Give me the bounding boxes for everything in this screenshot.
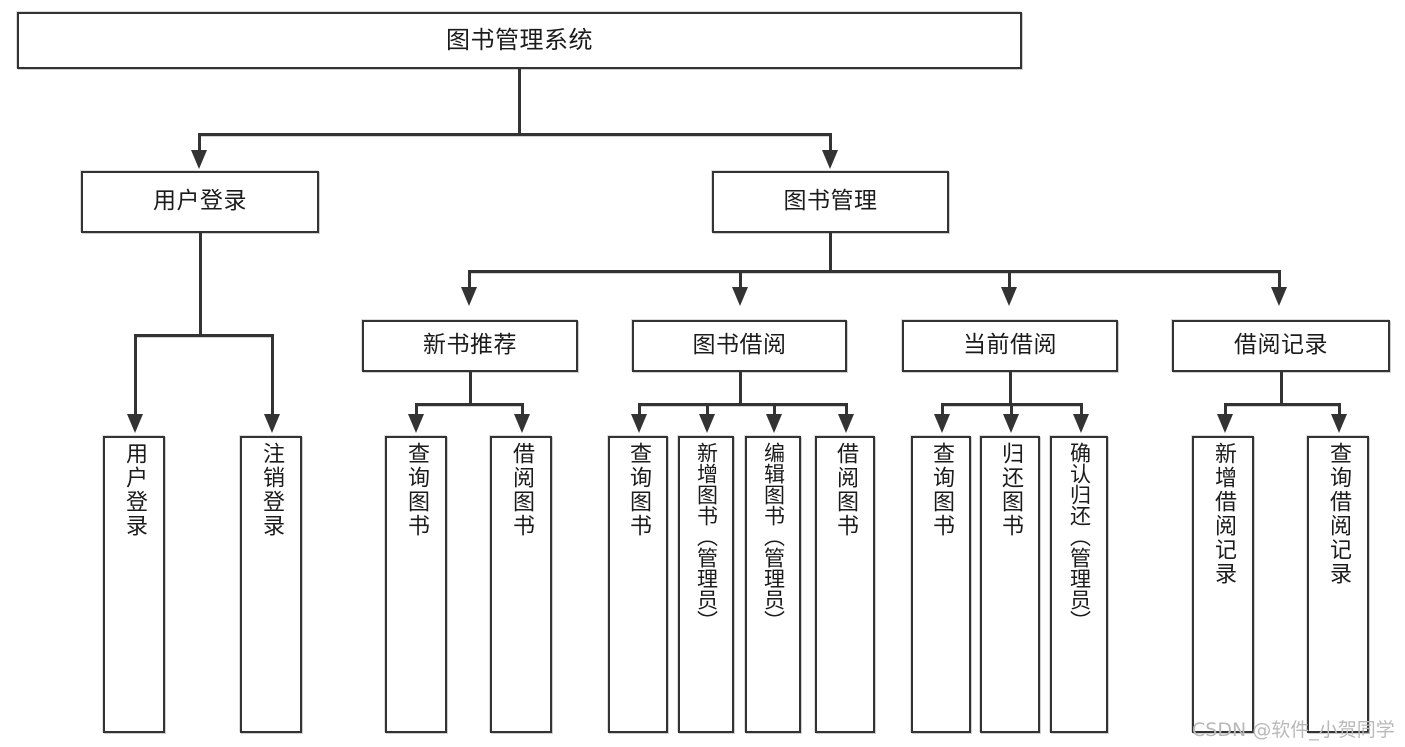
node-label: 借阅图书 (509, 442, 534, 538)
node-label: 用户登录 (153, 188, 247, 215)
connector-current-borrow-drop-3 (1080, 403, 1083, 417)
node-book-management-system[interactable]: 图书管理系统 (17, 12, 1022, 69)
arrow-to-leaf-query-book-1 (408, 414, 424, 433)
arrow-to-leaf-add-borrow-record (1217, 414, 1233, 433)
node-label: 用户登录 (122, 442, 147, 538)
node-label: 查询借阅记录 (1326, 442, 1351, 586)
node-label: 注销登录 (259, 442, 284, 538)
node-label: 编辑图书（管理员） (761, 442, 786, 631)
node-leaf-borrow-book-1[interactable]: 借阅图书 (490, 436, 552, 733)
connector-current-borrow-drop-1 (941, 403, 944, 417)
node-leaf-query-book-2[interactable]: 查询图书 (608, 436, 668, 733)
node-book-borrow[interactable]: 图书借阅 (632, 320, 847, 372)
node-current-borrow[interactable]: 当前借阅 (902, 320, 1118, 372)
connector-new-book-drop-1 (415, 403, 418, 417)
arrow-to-book-borrow (732, 287, 748, 306)
node-label: 确认归还（管理员） (1067, 442, 1092, 631)
arrow-to-leaf-query-book-3 (934, 414, 950, 433)
connector-borrow-record-stem (1280, 372, 1283, 405)
node-label: 借阅记录 (1234, 332, 1328, 359)
arrow-to-leaf-return-book (1003, 414, 1019, 433)
node-label: 图书管理 (783, 188, 878, 215)
arrow-to-leaf-borrow-book-1 (514, 414, 530, 433)
connector-book-borrow-drop-1 (638, 403, 641, 417)
node-leaf-logout-login[interactable]: 注销登录 (240, 436, 302, 733)
node-label: 查询图书 (404, 442, 429, 538)
node-label: 图书借阅 (692, 332, 787, 359)
node-label: 新增图书（管理员） (694, 442, 719, 631)
node-label: 新增借阅记录 (1211, 442, 1236, 586)
node-book-management[interactable]: 图书管理 (712, 171, 949, 233)
connector-book-management-stem (829, 233, 832, 272)
connector-book-borrow-drop-4 (845, 403, 848, 417)
node-leaf-add-book-admin[interactable]: 新增图书（管理员） (678, 436, 734, 733)
node-leaf-query-book-3[interactable]: 查询图书 (911, 436, 971, 733)
connector-book-management-bus (468, 270, 1280, 273)
connector-new-book-bus (415, 403, 523, 406)
arrow-to-leaf-add-book-admin (699, 414, 715, 433)
node-leaf-query-book-1[interactable]: 查询图书 (385, 436, 447, 733)
node-borrow-record[interactable]: 借阅记录 (1172, 320, 1390, 372)
node-leaf-query-borrow-record[interactable]: 查询借阅记录 (1307, 436, 1369, 733)
node-leaf-user-login[interactable]: 用户登录 (103, 436, 165, 733)
connector-current-borrow-drop-2 (1010, 403, 1013, 417)
arrow-to-leaf-edit-book-admin (766, 414, 782, 433)
connector-current-borrow-stem (1009, 372, 1012, 405)
node-user-login[interactable]: 用户登录 (81, 171, 319, 233)
connector-user-login-left-drop (134, 334, 137, 417)
node-label: 当前借阅 (963, 332, 1057, 359)
node-leaf-return-book[interactable]: 归还图书 (980, 436, 1040, 733)
connector-l3-drop-4 (1278, 270, 1281, 290)
connector-l3-drop-3 (1008, 270, 1011, 290)
node-label: 查询图书 (626, 442, 651, 538)
node-label: 借阅图书 (833, 442, 858, 538)
node-leaf-confirm-return-admin[interactable]: 确认归还（管理员） (1050, 436, 1108, 733)
arrow-to-borrow-record (1271, 287, 1287, 306)
connector-l3-drop-2 (739, 270, 742, 290)
connector-user-login-stem (199, 233, 202, 335)
arrow-to-user-login (191, 150, 207, 169)
connector-borrow-record-drop-1 (1224, 403, 1227, 417)
connector-book-borrow-drop-3 (773, 403, 776, 417)
node-label: 新书推荐 (423, 332, 517, 359)
connector-root-right-drop (829, 133, 832, 153)
connector-book-borrow-stem (739, 372, 742, 405)
connector-borrow-record-bus (1224, 403, 1340, 406)
connector-new-book-stem (469, 372, 472, 405)
node-leaf-add-borrow-record[interactable]: 新增借阅记录 (1192, 436, 1254, 733)
connector-book-borrow-bus (638, 403, 848, 406)
connector-borrow-record-drop-2 (1338, 403, 1341, 417)
connector-root-bus (198, 133, 832, 136)
connector-user-login-right-drop (271, 334, 274, 417)
node-leaf-borrow-book-2[interactable]: 借阅图书 (815, 436, 875, 733)
connector-l3-drop-1 (468, 270, 471, 290)
arrow-to-current-borrow (1001, 287, 1017, 306)
arrow-to-leaf-borrow-book-2 (838, 414, 854, 433)
arrow-to-leaf-query-book-2 (631, 414, 647, 433)
node-label: 归还图书 (998, 442, 1023, 538)
connector-new-book-drop-2 (521, 403, 524, 417)
node-new-book-recommend[interactable]: 新书推荐 (362, 320, 578, 372)
node-label: 查询图书 (929, 442, 954, 538)
arrow-to-leaf-query-borrow-record (1331, 414, 1347, 433)
arrow-to-leaf-user-login (127, 414, 143, 433)
connector-user-login-bus (134, 334, 273, 337)
connector-root-left-drop (198, 133, 201, 153)
arrow-to-book-management (822, 150, 838, 169)
node-label: 图书管理系统 (446, 26, 593, 55)
connector-book-borrow-drop-2 (706, 403, 709, 417)
arrow-to-new-book-recommend (461, 287, 477, 306)
connector-root-stem (518, 69, 521, 134)
arrow-to-leaf-logout-login (264, 414, 280, 433)
node-leaf-edit-book-admin[interactable]: 编辑图书（管理员） (745, 436, 801, 733)
arrow-to-leaf-confirm-return-admin (1073, 414, 1089, 433)
